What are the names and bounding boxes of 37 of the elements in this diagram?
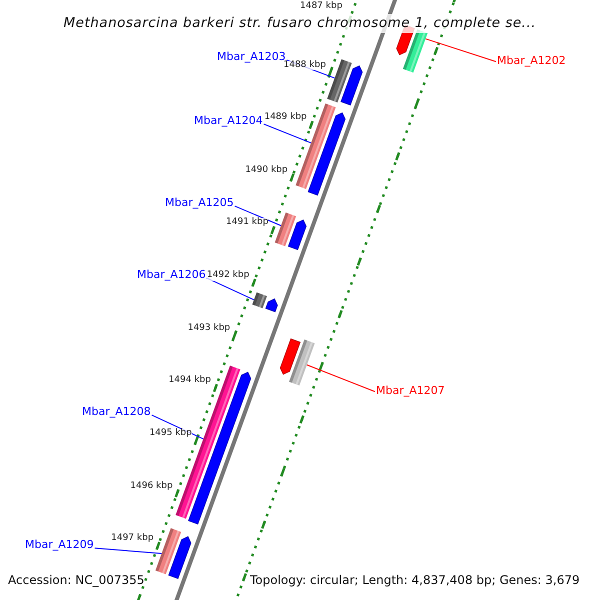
gene-block [340,65,363,106]
info-text: Accession: NC_007355 [8,574,144,588]
gene-bar [327,59,352,102]
gene-block [280,338,301,375]
gene-bar [274,212,296,246]
gene-bar [252,292,268,308]
gene-label: Mbar_A1204 [194,115,263,128]
leader-line [234,206,282,226]
gene-block [308,112,346,196]
gene-block [168,536,192,580]
scale-label: 1487 kbp [300,2,342,12]
scale-label: 1495 kbp [149,428,192,439]
scale-label: 1496 kbp [130,482,173,492]
scale-label: 1494 kbp [168,376,211,386]
leader-line [425,38,496,62]
gene-label: Mbar_A1208 [82,406,151,418]
gene-label: Mbar_A1203 [217,51,286,64]
leader-line [94,548,162,554]
gene-bar [155,528,182,574]
leader-line [206,278,254,300]
gene-label: Mbar_A1205 [165,197,234,210]
scale-label: 1488 kbp [284,60,326,70]
gene-block [265,298,278,312]
scale-label: 1489 kbp [264,113,307,124]
gene-label: Mbar_A1207 [376,385,445,398]
gene-label: Mbar_A1209 [25,539,94,552]
leader-line [263,124,312,144]
scale-label: 1493 kbp [188,324,230,334]
scale-label: 1490 kbp [245,166,288,176]
gene-label: Mbar_A1202 [497,55,566,68]
scale-label: 1491 kbp [226,218,268,228]
scale-label: 1497 kbp [111,534,154,544]
info-text: Topology: circular; Length: 4,837,408 bp; Genes: 3,679 [250,574,580,588]
scale-label: 1492 kbp [206,271,250,281]
leader-line [306,364,376,392]
gene-label: Mbar_A1206 [137,269,206,282]
gene-block [288,219,307,250]
